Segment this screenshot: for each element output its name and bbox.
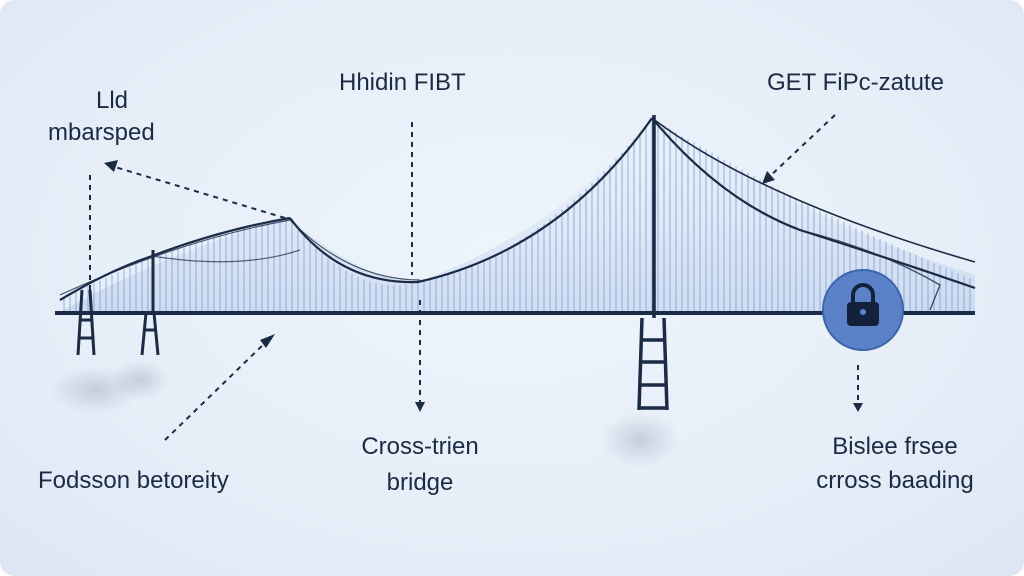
label-top-left-line2: mbarsped (48, 119, 155, 146)
label-top-left-line1: Lld (95, 87, 129, 114)
label-bottom-center-line2: bridge (386, 469, 454, 496)
annotation-arrows (89, 114, 859, 441)
tower-shadow (600, 412, 680, 468)
tower-left (140, 250, 160, 356)
label-top-center: Hhidin FIBT (339, 69, 466, 96)
label-bottom-center-line1: Cross-trien (361, 433, 479, 460)
arrowheads (104, 160, 863, 412)
main-cables (59, 117, 976, 311)
label-bottom-left: Fodsson betoreity (38, 467, 229, 494)
label-bottom-right-line2: crross baading (816, 467, 974, 494)
span-fill (60, 116, 975, 312)
bridge-hangers (63, 118, 971, 312)
tower-main (637, 115, 669, 411)
lock-icon (847, 283, 879, 326)
label-top-right: GET FiPc-zatute (767, 69, 944, 96)
lock-badge (822, 269, 904, 351)
tower-shadow (110, 360, 170, 400)
label-bottom-right-line1: Bislee frsee (832, 433, 958, 460)
tower-left-small (76, 289, 96, 356)
